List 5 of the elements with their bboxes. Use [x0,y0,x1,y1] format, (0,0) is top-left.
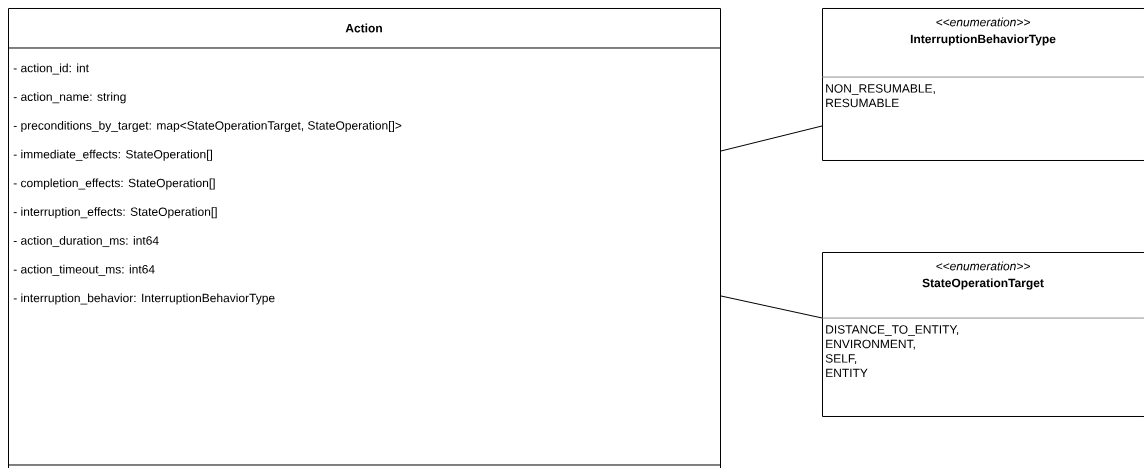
connector-line [720,295,823,319]
connector-line [720,125,823,152]
enumeration-box: <<enumeration>> StateOperationTarget DISTANCE_TO_ENTITY, ENVIRONMENT, SELF, ENTITY [821,252,1144,417]
enumeration-box: <<enumeration>> InterruptionBehaviorType NON_RESUMABLE, RESUMABLE [821,8,1144,161]
class-box: Action - action_id: int - action_name: string - preconditions_by_target: map<StateOperationTarget, StateOperation[]> - immediate_effects: StateOperation[] - completion_effects: StateOperation[] - interruption_effects: StateOperation[] - action_duration_ms: int64 - action_timeout_ms: int64 - interruption_behavior: InterruptionBehaviorType [7,8,721,468]
